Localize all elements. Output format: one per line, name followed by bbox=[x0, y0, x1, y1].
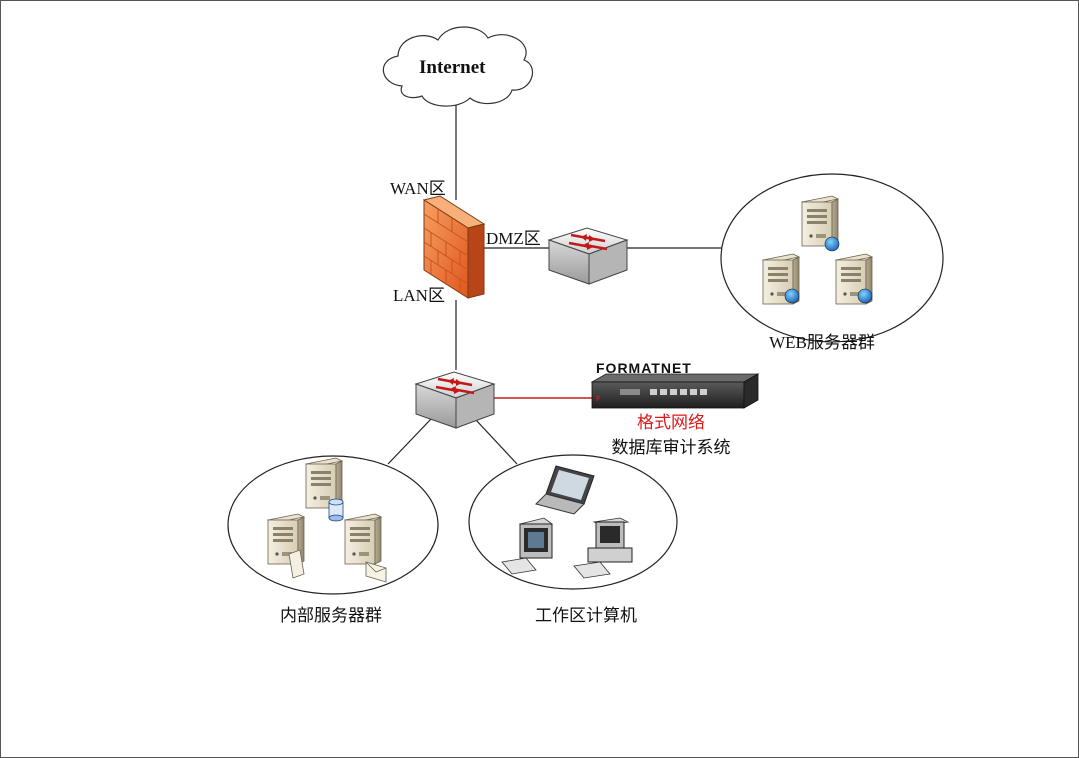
internal-server-icon bbox=[344, 513, 382, 565]
audit-vendor-label: 格式网络 bbox=[637, 413, 705, 432]
web-globe-icon bbox=[784, 288, 800, 304]
database-icon bbox=[328, 498, 344, 522]
svg-text:F: F bbox=[596, 396, 601, 403]
dmz-switch-icon bbox=[547, 226, 629, 286]
mail-icon bbox=[365, 561, 387, 583]
firewall-icon bbox=[422, 195, 486, 299]
internal-group-label: 内部服务器群 bbox=[280, 606, 382, 625]
workstation-link bbox=[475, 419, 518, 465]
wan-zone-label: WAN区 bbox=[390, 179, 446, 198]
desktop-computer-icon bbox=[501, 517, 553, 575]
lan-zone-label: LAN区 bbox=[393, 286, 445, 305]
core-switch-icon bbox=[414, 370, 496, 430]
document-icon bbox=[288, 549, 305, 579]
internal-link bbox=[387, 417, 433, 465]
dmz-zone-label: DMZ区 bbox=[486, 229, 541, 248]
formatnet-logo: FORMATNET bbox=[596, 360, 692, 376]
internet-label: Internet bbox=[419, 57, 486, 78]
audit-appliance-icon: F bbox=[590, 373, 760, 409]
desktop-computer-icon bbox=[573, 517, 633, 579]
web-globe-icon bbox=[857, 288, 873, 304]
audit-system-label: 数据库审计系统 bbox=[611, 438, 731, 457]
workstation-group-label: 工作区计算机 bbox=[535, 606, 637, 625]
web-globe-icon bbox=[824, 236, 840, 252]
web-group-label: WEB服务器群 bbox=[769, 333, 875, 352]
internet-cloud-icon bbox=[382, 26, 534, 107]
laptop-icon bbox=[535, 465, 595, 515]
